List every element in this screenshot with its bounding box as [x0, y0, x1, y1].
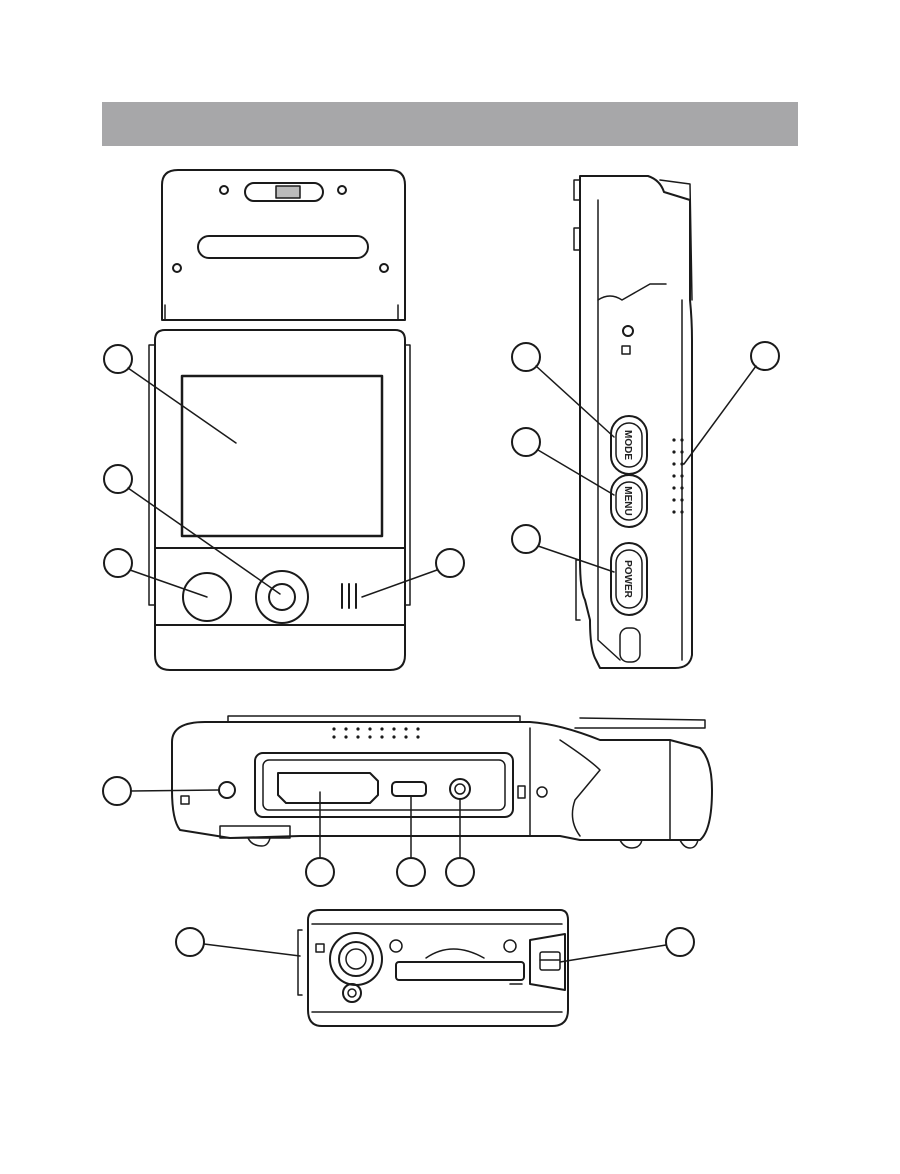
- leader-line: [129, 569, 208, 598]
- mark-square: [315, 943, 325, 953]
- mode-button-inner: [615, 422, 643, 468]
- leader-line: [537, 449, 615, 496]
- lock-mark: [517, 785, 526, 799]
- menu-button[interactable]: [610, 474, 648, 528]
- camera-lens: [255, 570, 309, 624]
- callout-circle: [665, 927, 695, 957]
- leader-line: [127, 367, 237, 444]
- pin-hole: [342, 983, 362, 1003]
- power-button-label: POWER: [622, 560, 633, 599]
- usb-port: [391, 781, 427, 797]
- bottom-view: [102, 715, 713, 887]
- callout-circle: [435, 548, 465, 578]
- callout-circle: [511, 342, 541, 372]
- top-clip: [297, 929, 303, 996]
- leader-line: [127, 487, 281, 595]
- leader-line: [535, 365, 615, 438]
- lens-switch-slider: [275, 185, 301, 199]
- tripod-mount-inner: [345, 948, 367, 970]
- sd-card-slot: [395, 961, 525, 981]
- leader-line: [537, 545, 615, 573]
- callout-circle: [102, 776, 132, 806]
- leader-line: [683, 365, 757, 465]
- callout-circle: [396, 857, 426, 887]
- callout-circle: [175, 927, 205, 957]
- foot: [247, 837, 271, 847]
- tripod-mount: [338, 941, 374, 977]
- callout-circle: [511, 524, 541, 554]
- foot: [679, 839, 699, 849]
- section-header-bar: [102, 102, 798, 146]
- menu-button-inner: [615, 481, 643, 521]
- screw-icon: [536, 786, 548, 798]
- front-lens-head: [161, 169, 406, 321]
- side-edge: [148, 344, 156, 606]
- mic-mark: [180, 795, 190, 805]
- lcd-screen: [180, 374, 384, 538]
- leader-line: [559, 944, 667, 963]
- callout-circle: [103, 344, 133, 374]
- strap-lug: [529, 933, 566, 991]
- screw-icon: [219, 185, 229, 195]
- strap-lug-hole: [539, 951, 561, 971]
- hinge-curve: [529, 727, 601, 837]
- side-vent: [672, 438, 684, 514]
- callout-circle: [103, 464, 133, 494]
- led-indicator: [621, 345, 631, 355]
- screw-icon: [337, 185, 347, 195]
- side-body-line: [597, 299, 621, 661]
- screw-icon: [389, 939, 403, 953]
- front-body: [154, 329, 406, 671]
- callout-circle: [445, 857, 475, 887]
- front-slot: [197, 235, 369, 259]
- mode-button-label: MODE: [622, 430, 633, 460]
- lens-head-outline: [574, 717, 706, 729]
- pin-hole-inner: [347, 988, 357, 998]
- hdmi-port: [277, 772, 379, 804]
- top-vent: [332, 727, 420, 739]
- callout-circle: [305, 857, 335, 887]
- callout-circle: [750, 341, 780, 371]
- lens-switch: [244, 182, 324, 202]
- side-view: MODE MENU POWER: [511, 175, 780, 669]
- hinge: [164, 304, 399, 321]
- ir-sensor: [182, 572, 232, 622]
- strap-loop: [619, 627, 641, 663]
- bottom-body: [171, 721, 713, 841]
- menu-button-label: MENU: [622, 486, 633, 515]
- leader-line: [203, 943, 301, 957]
- av-jack-inner: [454, 783, 466, 795]
- side-knob: [573, 227, 581, 251]
- side-knob: [573, 179, 581, 201]
- bottom-top-edge: [227, 715, 521, 723]
- side-lens-edge: [659, 179, 693, 301]
- camera-lens-inner: [268, 583, 296, 611]
- screw-icon: [379, 263, 389, 273]
- callout-circle: [511, 427, 541, 457]
- front-view: [103, 169, 465, 671]
- sd-card-slot-arc: [425, 948, 485, 959]
- leader-line: [130, 789, 220, 792]
- power-button-inner: [615, 549, 643, 609]
- power-button[interactable]: [610, 542, 648, 616]
- top-view: [175, 909, 695, 1027]
- port-cover: [254, 752, 514, 818]
- port-panel: [262, 759, 506, 811]
- leader-line: [361, 569, 438, 598]
- foot: [619, 839, 643, 849]
- reset-hole: [622, 325, 634, 337]
- side-edge: [404, 344, 411, 606]
- vent-tab: [219, 825, 291, 839]
- screw-icon: [503, 939, 517, 953]
- callout-circle: [103, 548, 133, 578]
- screw-icon: [172, 263, 182, 273]
